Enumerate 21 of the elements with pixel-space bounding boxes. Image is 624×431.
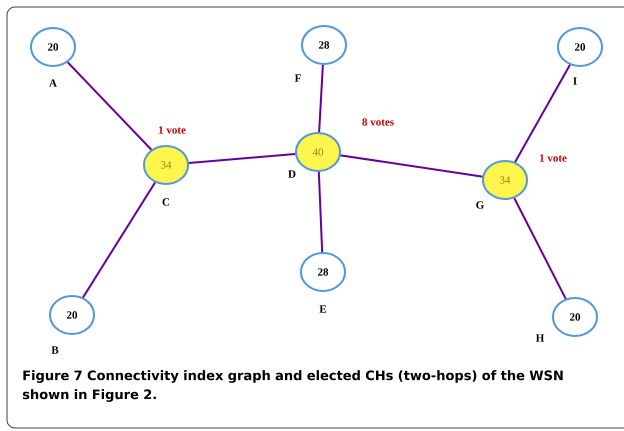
- connection-line: [188, 152, 296, 164]
- node-letter: D: [288, 170, 296, 178]
- node-letter: C: [162, 198, 170, 206]
- connection-line: [318, 172, 324, 252]
- connection-line: [82, 182, 156, 298]
- node-letter: H: [536, 334, 544, 342]
- node-letter: I: [573, 77, 577, 85]
- vote-count: 1 vote: [159, 126, 186, 134]
- vote-count: 8 votes: [362, 118, 394, 126]
- vote-count: 1 vote: [540, 154, 567, 162]
- figure-caption: Figure 7 Connectivity index graph and elected CHs (two-hops) of the WSN shown in Figure 2.: [22, 370, 563, 402]
- node-letter: A: [49, 79, 57, 87]
- connection-line: [340, 154, 482, 178]
- node-letter: F: [294, 74, 301, 82]
- node-letter: B: [52, 346, 58, 354]
- connection-line: [513, 198, 567, 300]
- node-letter: E: [320, 305, 326, 313]
- connection-line: [318, 64, 324, 132]
- connection-line: [514, 64, 571, 163]
- connection-line: [67, 62, 152, 150]
- node-letter: G: [476, 201, 484, 209]
